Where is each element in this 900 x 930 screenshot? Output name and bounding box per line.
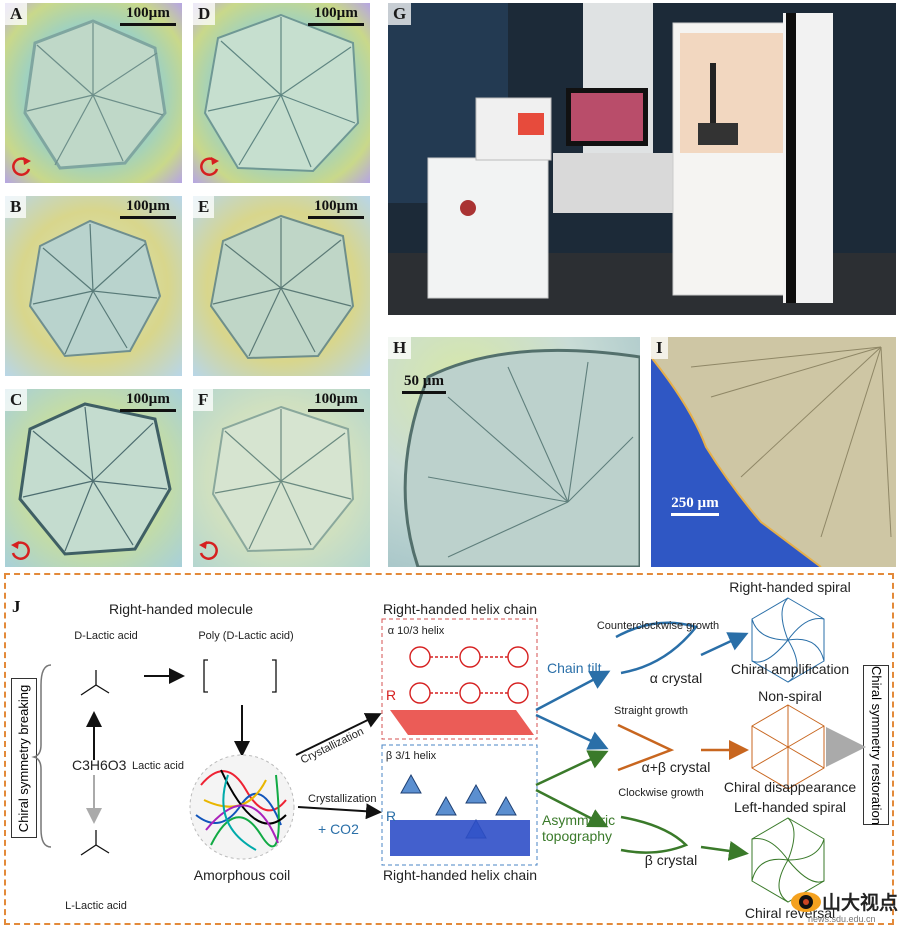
panel-I: I 250 µm	[651, 337, 896, 567]
watermark-text: 山大视点	[822, 893, 899, 914]
crystal-image-F	[193, 389, 370, 567]
watermark: 山大视点 news.sdu.edu.cn	[790, 880, 899, 928]
straight-growth-label: Straight growth	[614, 705, 688, 717]
beta-helix-triangles	[400, 773, 517, 839]
poly-d-lactic-label: Poly (D-Lactic acid)	[198, 630, 294, 642]
scale-text-I: 250 µm	[671, 495, 719, 511]
crystal-image-I	[651, 337, 896, 567]
helix-chain-title-top: Right-handed helix chain	[382, 601, 538, 617]
panel-B: B 100µm	[5, 196, 182, 376]
scale-text-F: 100µm	[314, 391, 358, 407]
panel-label-J: J	[12, 597, 21, 616]
panel-label-A: A	[5, 3, 28, 25]
r-label-top: R	[386, 687, 397, 703]
d-lactic-structure	[80, 670, 110, 696]
counterclockwise-growth-label: Counterclockwise growth	[596, 620, 720, 632]
scale-bar-H: 50 µm	[402, 373, 446, 394]
crystal-image-D	[193, 3, 370, 183]
alpha-helix-chains	[390, 710, 534, 735]
alpha-beta-crystal-label: α+β crystal	[641, 759, 711, 775]
scale-bar-I: 250 µm	[671, 495, 719, 516]
panel-E: E 100µm	[193, 196, 370, 376]
panel-label-I: I	[651, 337, 668, 359]
beta-helix-chains	[390, 820, 530, 856]
panel-C: C 100µm	[5, 389, 182, 567]
scale-bar-D: 100µm	[308, 5, 364, 26]
eye-logo-icon	[791, 892, 821, 912]
right-handed-spiral-label: Right-handed spiral	[729, 579, 851, 595]
d-lactic-label: D-Lactic acid	[74, 630, 138, 642]
schematic-drawing	[31, 597, 866, 903]
instrument-photo	[388, 3, 896, 315]
r-label-bottom: R	[386, 808, 397, 824]
panel-label-F: F	[193, 389, 214, 411]
left-handed-spiral-icon	[751, 817, 825, 903]
right-handed-molecule-label: Right-handed molecule	[109, 601, 253, 617]
alpha-helix-wheels	[409, 646, 529, 704]
clockwise-arrow-icon	[11, 541, 30, 560]
beta-crystal-label: β crystal	[644, 852, 698, 868]
crystal-image-H	[388, 337, 640, 567]
crystal-image-E	[193, 196, 370, 376]
counterclockwise-arrow-icon	[200, 157, 219, 176]
scale-bar-A: 100µm	[120, 5, 176, 26]
chain-tilt-label: Chain tilt	[547, 660, 602, 676]
non-spiral-icon	[751, 704, 825, 790]
crystal-image-A	[5, 3, 182, 183]
scale-text-A: 100µm	[126, 5, 170, 21]
panel-D: D 100µm	[193, 3, 370, 183]
alpha-crystal-label: α crystal	[649, 670, 703, 686]
co2-label: + CO2	[318, 821, 359, 837]
panel-F: F 100µm	[193, 389, 370, 567]
scale-bar-C: 100µm	[120, 391, 176, 412]
clockwise-growth-label: Clockwise growth	[618, 787, 704, 799]
clockwise-arrow-icon	[199, 541, 218, 560]
non-spiral-label: Non-spiral	[758, 688, 822, 704]
lactic-acid-label: Lactic acid	[132, 760, 184, 772]
crystallization-label-2: Crystallization	[308, 793, 377, 805]
scale-bar-E: 100µm	[308, 198, 364, 219]
scale-text-H: 50 µm	[404, 373, 444, 389]
formula-label: C3H6O3	[72, 757, 127, 773]
left-handed-spiral-label: Left-handed spiral	[733, 799, 847, 815]
panel-label-D: D	[193, 3, 216, 25]
watermark-url: news.sdu.edu.cn	[808, 914, 876, 924]
panel-label-G: G	[388, 3, 412, 25]
right-handed-spiral-icon	[751, 597, 825, 683]
schematic-J: J Chiral symmetry breaking Chiral symmet…	[4, 573, 894, 925]
crystal-image-B	[5, 196, 182, 376]
panel-G: G	[388, 3, 896, 315]
counterclockwise-arrow-icon	[12, 157, 31, 176]
chiral-amplification-label: Chiral amplification	[730, 661, 850, 677]
scale-bar-F: 100µm	[308, 391, 364, 412]
scale-text-B: 100µm	[126, 198, 170, 214]
scale-text-D: 100µm	[314, 5, 358, 21]
chiral-disappearance-label: Chiral disappearance	[723, 779, 857, 795]
panel-label-C: C	[5, 389, 28, 411]
helix-chain-title-bottom: Right-handed helix chain	[382, 867, 538, 883]
beta-helix-label: β 3/1 helix	[385, 750, 437, 762]
scale-bar-B: 100µm	[120, 198, 176, 219]
scale-text-E: 100µm	[314, 198, 358, 214]
l-lactic-structure	[80, 830, 110, 856]
crystal-image-C	[5, 389, 182, 567]
panel-label-E: E	[193, 196, 215, 218]
amorphous-coil-chains	[195, 769, 287, 851]
scale-text-C: 100µm	[126, 391, 170, 407]
l-lactic-label: L-Lactic acid	[65, 900, 127, 912]
asymmetric-topography-label: Asymmetric topography	[542, 812, 616, 844]
amorphous-coil-label: Amorphous coil	[193, 867, 291, 883]
panel-label-B: B	[5, 196, 27, 218]
panel-label-H: H	[388, 337, 412, 359]
panel-A: A 100µm	[5, 3, 182, 183]
alpha-helix-label: α 10/3 helix	[387, 625, 445, 637]
panel-H: H 50 µm	[388, 337, 640, 567]
